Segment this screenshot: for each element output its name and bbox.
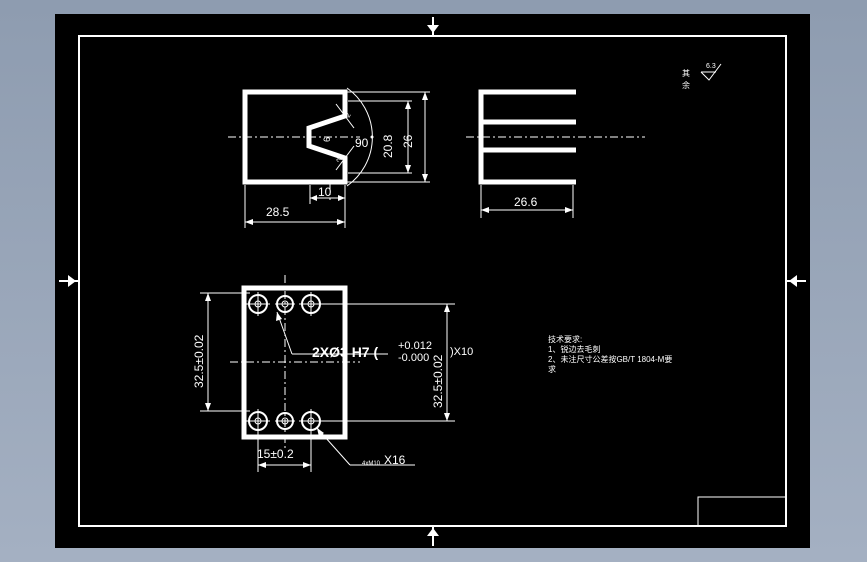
hole-top-right (299, 292, 323, 316)
dim-front-angle: 90 (355, 136, 369, 150)
hole-callout-depth: )X10 (450, 346, 473, 358)
thread-callout-prefix: 4xM10 (362, 461, 381, 467)
center-mark-bottom (427, 526, 439, 546)
dim-front-small-2: 2 (345, 112, 353, 119)
dim-front-small-3: 2 (336, 156, 344, 163)
notes-line-1: 1、锐边去毛刺 (548, 344, 600, 354)
dim-front-slot: 10 (318, 185, 332, 199)
hole-callout-tol-bottom: -0.000 (398, 352, 429, 364)
front-view-outline (242, 89, 348, 185)
drawing-sheet (55, 14, 810, 548)
thread-callout-depth: X16 (384, 453, 406, 467)
hole-callout-tol-top: +0.012 (398, 340, 432, 352)
notes-line-2: 2、未注尺寸公差按GB/T 1804-M要 (548, 354, 672, 364)
dim-front-width: 28.5 (266, 205, 290, 219)
dim-side-width: 26.6 (514, 195, 538, 209)
side-view: 26.6 (466, 89, 645, 218)
roughness-symbol: 其 余 6.3 (682, 63, 722, 90)
dim-bottom-width: 15±0.2 (257, 447, 294, 461)
title-block (697, 496, 787, 527)
dim-bottom-left: 32.5±0.02 (192, 334, 206, 388)
dim-front-small-1: 6 (322, 137, 332, 142)
roughness-value: 6.3 (706, 63, 716, 70)
dim-front-inner: 20.8 (381, 134, 395, 158)
notes-title: 技术要求: (548, 334, 582, 344)
dim-bottom-right: 32.5±0.02 (431, 354, 445, 408)
hole-top-left (246, 292, 270, 316)
bottom-view: 32.5±0.02 32.5±0.02 15±0.2 2XØ3 H7 ( +0.… (192, 275, 473, 472)
front-view: 28.5 10 26 20.8 90 6 2 2 (228, 87, 430, 228)
center-mark-right (786, 275, 806, 287)
hole-bottom-left (246, 409, 270, 433)
hole-top-center (275, 295, 295, 313)
side-view-outline (478, 89, 576, 185)
hole-callout-main: 2XØ3 H7 ( (312, 344, 378, 360)
technical-notes: 技术要求: 1、锐边去毛刺 2、未注尺寸公差按GB/T 1804-M要 求 (548, 334, 672, 374)
roughness-label-2: 余 (682, 80, 690, 90)
hole-bottom-center (275, 412, 295, 430)
notes-line-3: 求 (548, 364, 556, 374)
center-mark-left (59, 275, 79, 287)
roughness-label-1: 其 (682, 69, 690, 78)
center-mark-top (427, 17, 439, 36)
